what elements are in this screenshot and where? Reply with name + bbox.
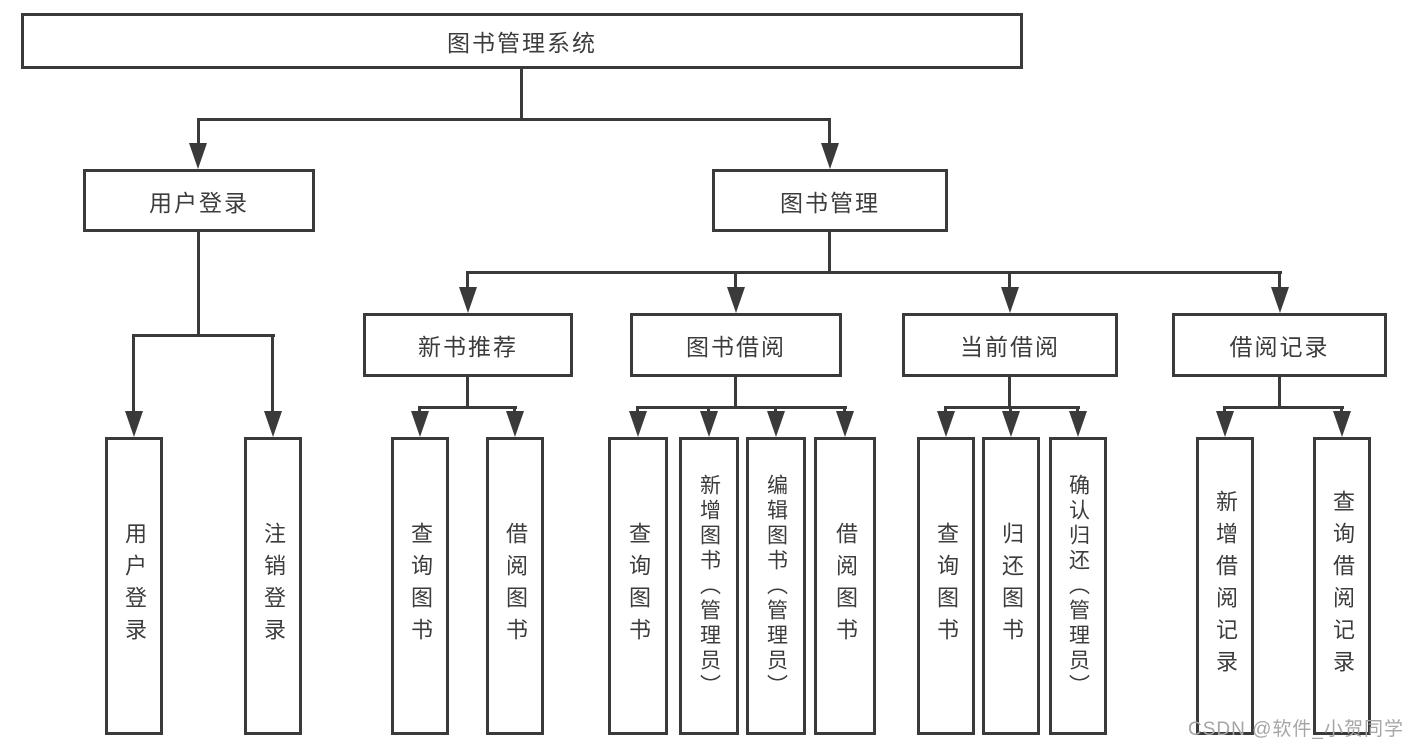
arrowhead-down-icon [125,411,143,437]
arrowhead-down-icon [629,411,647,437]
arrowhead-down-icon [700,411,718,437]
connector-book-management-vline [828,232,831,274]
leaf-label: 查询借阅记录 [1330,490,1355,682]
connector-new-book-rail [418,406,517,409]
connector-stem-borrow-record [1278,271,1281,291]
leaf-confirm-return-admin: 确认归还（管理员） [1049,437,1107,735]
leaf-label: 查询图书 [408,522,433,650]
leaf-label: 编辑图书（管理员） [764,473,788,699]
connector-stem-current-borrow [1008,271,1011,291]
arrowhead-down-icon [506,411,524,437]
arrowhead-down-icon [937,411,955,437]
leaf-add-book-admin: 新增图书（管理员） [679,437,739,735]
connector-current-borrow-rail [944,406,1080,409]
connector-root-rail [197,118,831,121]
leaf-label: 新增借阅记录 [1213,490,1238,682]
leaf-logout: 注销登录 [244,437,302,735]
node-book-borrow-label: 图书借阅 [686,334,786,360]
node-user-login: 用户登录 [83,169,315,232]
arrowhead-down-icon [1216,411,1234,437]
leaf-query-books-current: 查询图书 [917,437,975,735]
connector-user-login-vline [197,232,200,337]
arrowhead-down-icon [459,287,477,313]
leaf-label: 归还图书 [999,522,1024,650]
node-root-library-system: 图书管理系统 [21,13,1023,69]
leaf-label: 确认归还（管理员） [1066,473,1090,699]
node-book-borrow: 图书借阅 [630,313,842,377]
node-root-label: 图书管理系统 [447,30,597,56]
leaf-query-books-borrow: 查询图书 [608,437,668,735]
leaf-label: 用户登录 [122,522,147,650]
connector-stem-leaf [132,334,135,414]
leaf-label: 查询图书 [626,522,651,650]
leaf-edit-book-admin: 编辑图书（管理员） [746,437,806,735]
leaf-return-books: 归还图书 [982,437,1040,735]
leaf-label: 借阅图书 [503,522,528,650]
arrowhead-down-icon [264,411,282,437]
connector-stem-book-borrow [734,271,737,291]
connector-borrow-records-rail [1223,406,1344,409]
node-current-borrow: 当前借阅 [902,313,1118,377]
arrowhead-down-icon [189,143,207,169]
arrowhead-down-icon [1001,287,1019,313]
arrowhead-down-icon [1333,411,1351,437]
node-borrow-records-label: 借阅记录 [1229,334,1330,360]
leaf-borrow-books-newbook: 借阅图书 [486,437,544,735]
connector-book-management-rail [466,271,1282,274]
connector-new-book-vline [466,376,469,409]
leaf-user-login: 用户登录 [105,437,163,735]
leaf-query-borrow-record: 查询借阅记录 [1313,437,1371,735]
connector-borrow-records-vline [1278,376,1281,409]
arrowhead-down-icon [727,287,745,313]
leaf-borrow-books: 借阅图书 [814,437,876,735]
connector-current-borrow-vline [1008,376,1011,409]
connector-user-login-rail [132,334,275,337]
leaf-label: 新增图书（管理员） [697,473,721,699]
connector-stem-leaf [271,334,274,414]
connector-stem-user-login [197,118,200,148]
node-book-management: 图书管理 [712,169,948,232]
arrowhead-down-icon [411,411,429,437]
connector-stem-new-book [466,271,469,291]
arrowhead-down-icon [1002,411,1020,437]
node-user-login-label: 用户登录 [149,189,249,216]
csdn-watermark: CSDN @软件_小贺同学 [1188,719,1404,740]
arrowhead-down-icon [836,411,854,437]
arrowhead-down-icon [821,143,839,169]
leaf-label: 借阅图书 [833,522,858,650]
connector-book-borrow-rail [636,406,847,409]
node-new-book-recommend-label: 新书推荐 [418,334,518,360]
node-book-management-label: 图书管理 [780,189,880,216]
arrowhead-down-icon [1069,411,1087,437]
arrowhead-down-icon [1271,287,1289,313]
arrowhead-down-icon [767,411,785,437]
connector-book-borrow-vline [734,376,737,409]
connector-stem-book-management [828,118,831,148]
connector-root-vline [520,68,523,121]
leaf-add-borrow-record: 新增借阅记录 [1196,437,1254,735]
leaf-label: 查询图书 [934,522,959,650]
node-borrow-records: 借阅记录 [1172,313,1387,377]
leaf-query-books-newbook: 查询图书 [391,437,449,735]
node-new-book-recommend: 新书推荐 [363,313,573,377]
node-current-borrow-label: 当前借阅 [960,334,1060,360]
leaf-label: 注销登录 [261,522,286,650]
